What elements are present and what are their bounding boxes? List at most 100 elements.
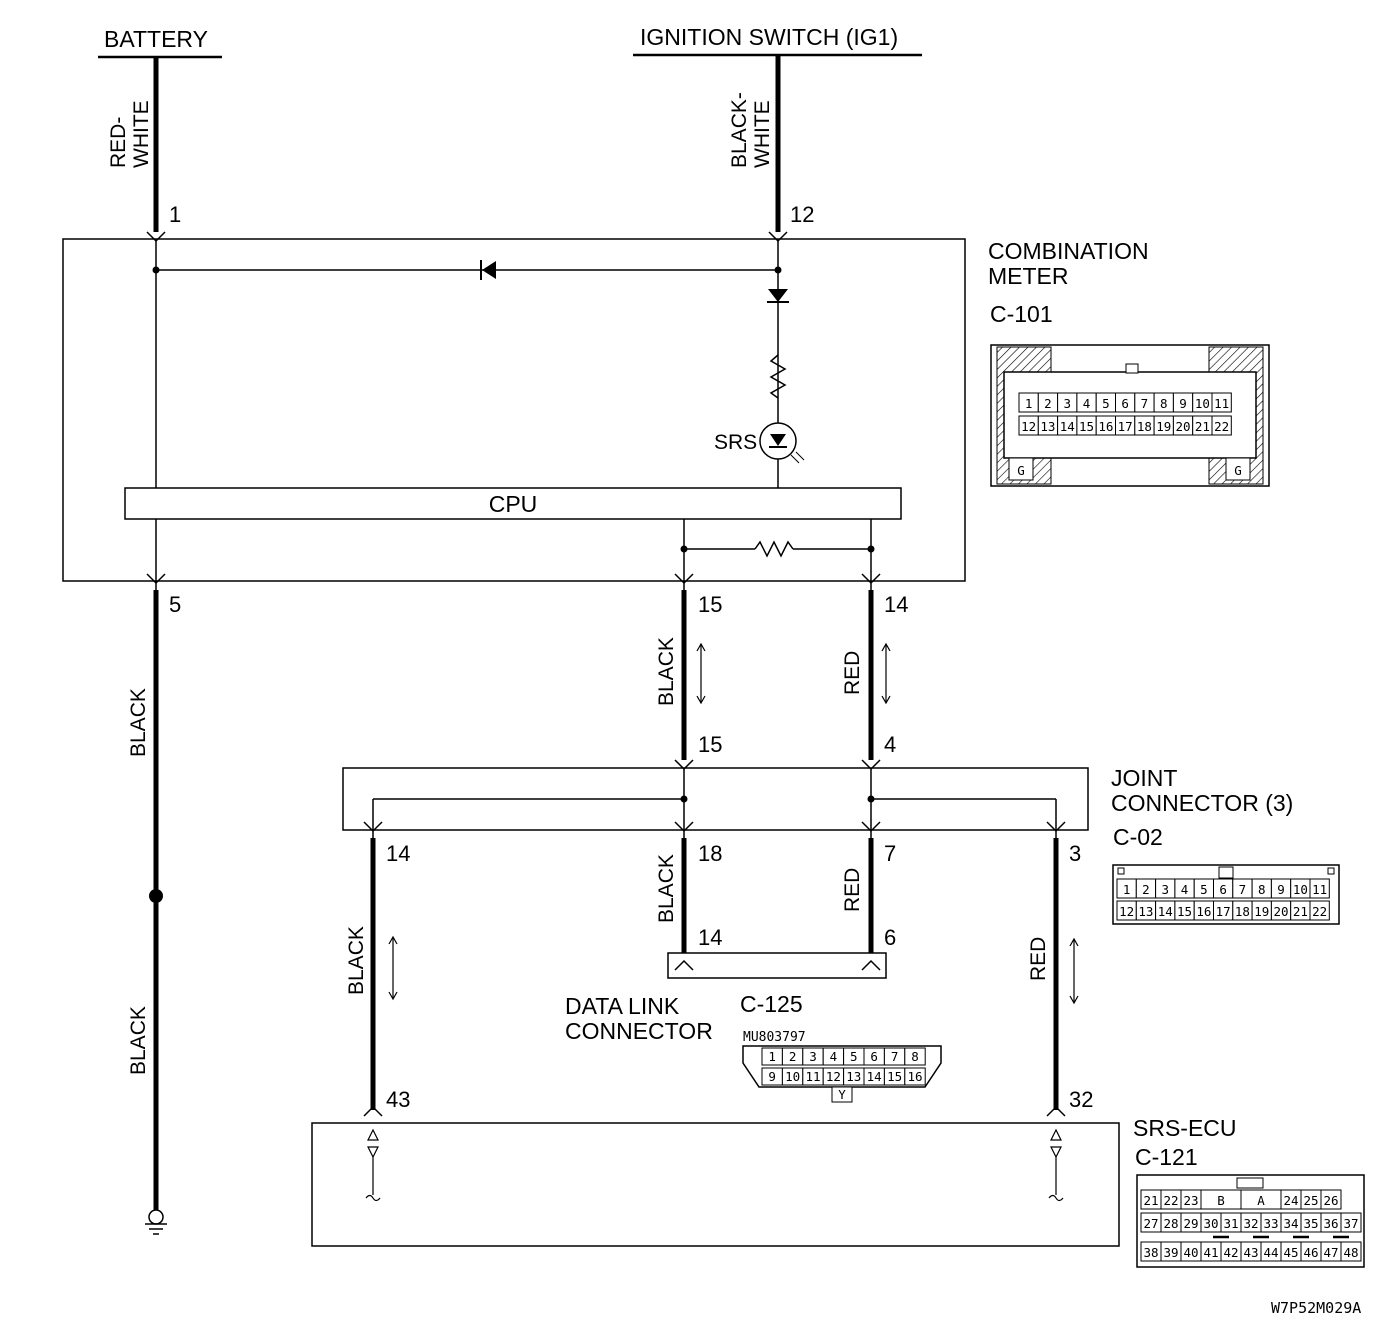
pin-cell [1340,1241,1362,1262]
resistor-icon [769,354,787,399]
pin-cell-label: 11 [1214,396,1229,411]
pin-cell-label: A [1257,1193,1265,1208]
battery-feed-wire: RED- WHITE [107,57,159,232]
pin-cell-label: 21 [1293,904,1308,919]
cpu-label: CPU [489,491,538,517]
pin-number: 12 [790,202,814,227]
combination-meter-block: 1 12 SRS CPU [62,202,966,590]
pin-cell [1211,415,1232,436]
diode-icon [767,289,789,303]
wire-color-label: RED- [107,117,130,168]
wire-color-label: BLACK [655,637,678,706]
pin-cell-label: 9 [1179,396,1187,411]
pin-cell-label: 20 [1176,419,1191,434]
pin-cell-label: 11 [805,1069,820,1084]
pin-cell [1309,878,1330,899]
wire-color-label: BLACK [127,688,150,757]
pin-cell [904,1067,926,1086]
pin-number: 14 [698,925,722,950]
wire-color-label: RED [841,868,864,912]
wire-color-label: WHITE [751,100,774,168]
ground-mark: G [1234,463,1242,478]
resistor-icon [754,540,794,558]
pin-cell-label: 48 [1343,1245,1358,1260]
pin-cell-label: 13 [1138,904,1153,919]
srs-ecu-block: SRS-ECU C-121 [311,1105,1237,1247]
pin-cell-label: 13 [1040,419,1055,434]
part-number: MU803797 [743,1030,806,1045]
pin-cell-label: 21 [1143,1193,1158,1208]
pin-cell-label: 12 [1119,904,1134,919]
pin-cell-label: 30 [1203,1216,1218,1231]
pin-cell-label: 24 [1283,1193,1298,1208]
pin-cell-label: 14 [1060,419,1075,434]
component-name: METER [988,263,1069,289]
meter-to-joint-wires: 15 14 BLACK RED 15 4 [655,590,908,760]
ground-mark: G [1017,463,1025,478]
pin-cell-label: 3 [1063,396,1071,411]
data-link-connector-block: DATA LINK CONNECTOR C-125 MU803797 [565,952,887,1045]
joint-to-dlc-wires: 18 7 BLACK RED 14 6 [655,838,896,960]
pin-cell-label: 11 [1312,882,1327,897]
ground-icon [145,1209,167,1235]
pin-cell-label: 2 [1142,882,1150,897]
pin-cell-label: 34 [1283,1216,1298,1231]
wire-color-label: WHITE [130,100,153,168]
wire-color-label: RED [841,651,864,695]
connector-code: C-125 [740,991,803,1017]
pin-number: 3 [1069,841,1081,866]
pin-cell [1211,392,1232,413]
pin-cell-label: 6 [1121,396,1129,411]
ignition-feed-wire: BLACK- WHITE [728,55,781,232]
pin-cell-label: 7 [891,1049,899,1064]
pin-cell-label: 22 [1163,1193,1178,1208]
splice-point [149,889,163,903]
pin-cell-label: 17 [1118,419,1133,434]
joint-to-ecu-right-wire: 3 RED 32 [1027,838,1093,1112]
srs-lamp-label: SRS [714,431,757,454]
wire-color-label: BLACK [655,854,678,923]
cpu-block [124,487,902,520]
pin-cell-label: 33 [1263,1216,1278,1231]
transceiver-icon [1048,1128,1064,1202]
pin-cell-label: 31 [1223,1216,1238,1231]
pin-cell-label: 25 [1303,1193,1318,1208]
pin-cell-label: 38 [1143,1245,1158,1260]
pin-cell-label: 9 [1277,882,1285,897]
pin-cell-label: 32 [1243,1216,1258,1231]
pin-cell-label: 21 [1195,419,1210,434]
pin-cell-label: 27 [1143,1216,1158,1231]
pin-number: 4 [884,732,896,757]
pin-cell-label: 15 [1079,419,1094,434]
wire-color-label: RED [1027,937,1050,981]
pin-cell-label: 9 [768,1069,776,1084]
pin-cell-label: 36 [1323,1216,1338,1231]
pin-cell-label: 1 [768,1049,776,1064]
pin-cell-label: 12 [1021,419,1036,434]
bidirectional-arrow-icon [388,935,398,1001]
pin-cell-label: 13 [846,1069,861,1084]
pin-cell-label: 22 [1312,904,1327,919]
battery-source: BATTERY [98,26,222,59]
pin-number: 6 [884,925,896,950]
srs-warning-lamp-icon [759,422,805,464]
pin-cell-label: 4 [1181,882,1189,897]
pin-cell-label: 26 [1323,1193,1338,1208]
pin-cell-label: 14 [867,1069,882,1084]
pin-cell-label: 1 [1025,396,1033,411]
pin-number: 1 [169,202,181,227]
pin-cell-label: 7 [1239,882,1247,897]
pin-number: 18 [698,841,722,866]
pin-number: 15 [698,732,722,757]
pin-cell-label: 3 [809,1049,817,1064]
pin-cell-label: 43 [1243,1245,1258,1260]
wire-color-label: BLACK- [728,92,751,168]
pin-cell [1320,1189,1342,1210]
pin-cell-label: 10 [1293,882,1308,897]
